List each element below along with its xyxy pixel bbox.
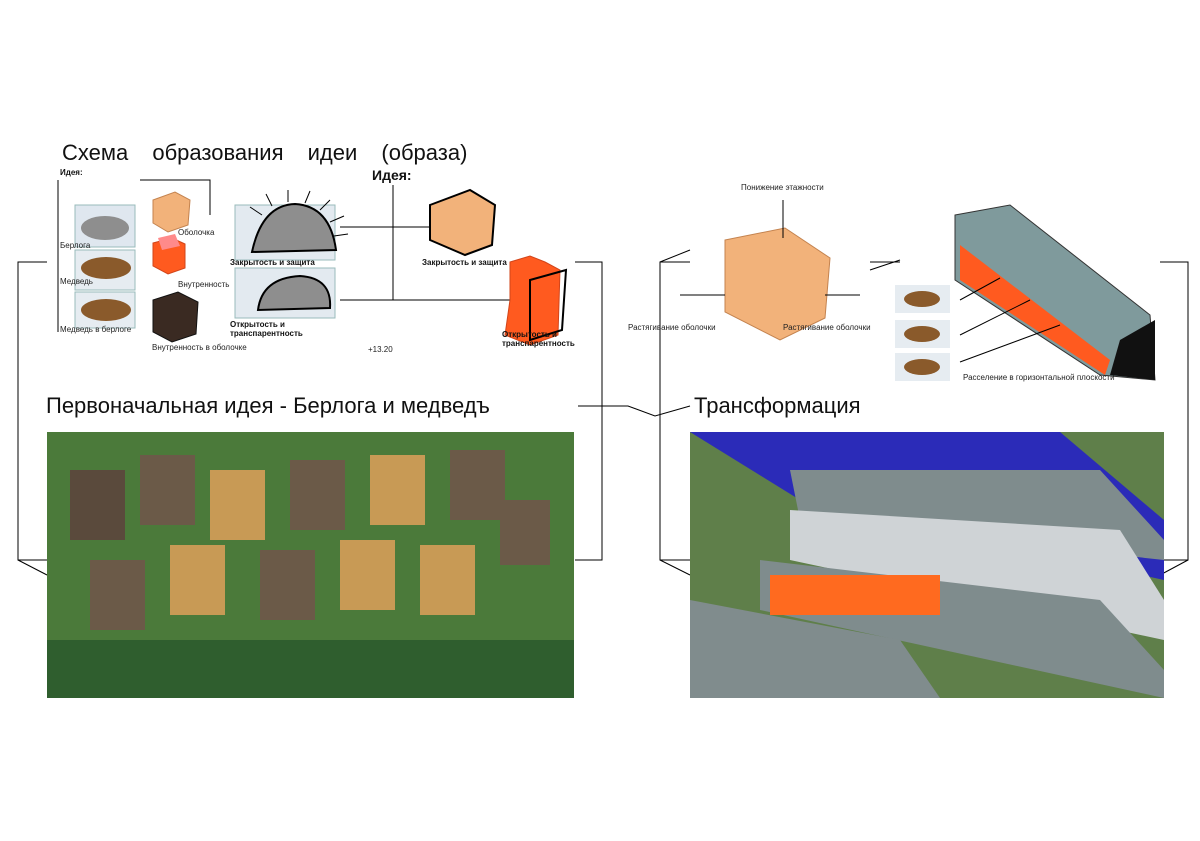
label-den: Берлога — [60, 241, 91, 250]
left-panel-line — [140, 179, 211, 215]
shell-outline — [529, 268, 568, 342]
bear-shape — [81, 257, 131, 279]
label-closed-right: Закрытость и защита — [422, 258, 507, 267]
pointer-line — [959, 324, 1061, 363]
pointer-line — [959, 277, 1001, 301]
idea-heading: Идея: — [60, 168, 83, 177]
trees — [47, 640, 574, 698]
middle-bracket-left — [575, 261, 603, 561]
label-open: Открытость и транспарентность — [230, 320, 303, 338]
label-stretch-left: Растягивание оболочки — [628, 323, 716, 332]
den-shape — [81, 216, 129, 240]
label-closed: Закрытость и защита — [230, 258, 315, 267]
inner-large — [504, 255, 561, 346]
bracket-tick — [1159, 559, 1189, 576]
bear-2 — [904, 326, 940, 342]
cube-houses — [70, 450, 550, 630]
inner-in-shell-cube — [152, 291, 199, 343]
transformation-title: Трансформация — [694, 393, 861, 418]
bear-in-den-shape — [81, 299, 131, 321]
shell-large — [429, 188, 497, 257]
transform-arrow — [578, 405, 691, 417]
spikes — [249, 190, 349, 237]
inner-shape-top — [158, 234, 180, 250]
label-bear: Медведь — [60, 277, 93, 286]
roof-row-3 — [690, 600, 940, 698]
stretched-shell — [724, 227, 831, 341]
label-settle: Расселение в горизонтальной плоскости — [963, 373, 1115, 382]
label-open-right: Открытость и транспарентность — [502, 330, 575, 348]
label-inner-in-shell: Внутренность в оболочке — [152, 343, 247, 352]
label-stretch-right: Растягивание оболочки — [783, 323, 871, 332]
left-bracket — [17, 261, 47, 561]
right-bracket — [1160, 261, 1189, 561]
bracket-tick — [659, 559, 691, 576]
label-inner: Внутренность — [178, 280, 230, 289]
scheme-title: Схема образования идеи (образа) — [62, 140, 468, 165]
bear-3 — [904, 359, 940, 375]
closed-den-shape — [250, 202, 338, 254]
roof-end — [1110, 320, 1155, 380]
label-shell: Оболочка — [178, 228, 215, 237]
orange-row — [770, 575, 940, 615]
bear-1 — [904, 291, 940, 307]
orange-interior — [960, 245, 1110, 375]
shell-cube — [152, 191, 191, 233]
initial-idea-title: Первоначальная идея - Берлога и медведъ — [46, 393, 490, 418]
bracket-tick — [659, 249, 691, 263]
idea-heading-right: Идея: — [372, 167, 412, 183]
level-mark: +13.20 — [368, 345, 393, 354]
label-lower-floors: Понижение этажности — [741, 183, 824, 192]
left-bracket-tick — [17, 559, 48, 576]
middle-bracket-right — [659, 261, 690, 561]
connector-line — [869, 259, 901, 271]
label-bear-in-den: Медведь в берлоге — [60, 325, 132, 334]
open-den-shape — [256, 274, 332, 312]
pointer-line — [959, 299, 1031, 336]
